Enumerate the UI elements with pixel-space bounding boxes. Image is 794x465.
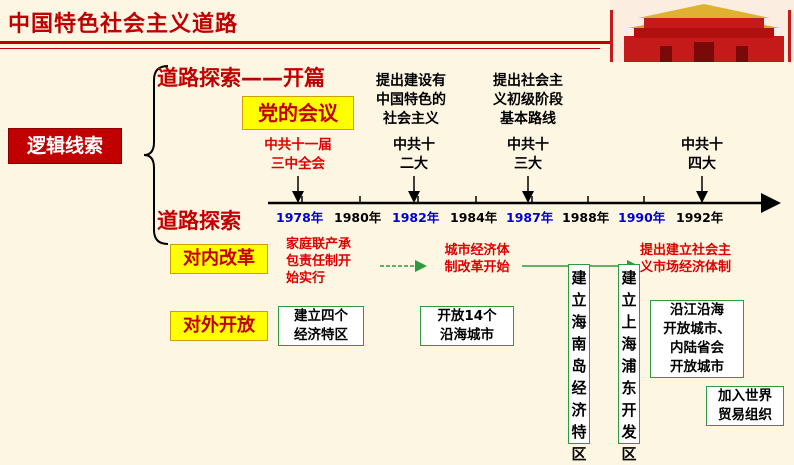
reform-market-economy: 提出建立社会主义市场经济体制 bbox=[640, 243, 732, 275]
year-1990: 1990年 bbox=[618, 210, 666, 225]
year-1992: 1992年 bbox=[676, 210, 724, 225]
year-1980: 1980年 bbox=[334, 210, 382, 225]
meeting-11th-3rd-plenum: 中共十一届三中全会 bbox=[264, 137, 332, 172]
opening-four-sez: 建立四个经济特区 bbox=[278, 306, 364, 346]
opening-wto: 加入世界贸易组织 bbox=[706, 386, 784, 426]
opening-14-coastal-cities: 开放14个沿海城市 bbox=[420, 306, 514, 346]
opening-pudong: 建立上海浦东开发区 bbox=[618, 264, 640, 463]
meeting-12th-congress: 中共十二大 bbox=[393, 137, 435, 172]
title-underline bbox=[0, 41, 610, 44]
opening-up-label: 对外开放 bbox=[170, 311, 268, 341]
note-primary-stage: 提出社会主义初级阶段基本路线 bbox=[493, 73, 563, 127]
meeting-13th-congress: 中共十三大 bbox=[507, 137, 549, 172]
reform-urban-economy: 城市经济体制改革开始 bbox=[444, 243, 510, 275]
meeting-14th-congress: 中共十四大 bbox=[681, 137, 723, 172]
section-road-exploration-opening: 道路探索——开篇 bbox=[157, 66, 325, 90]
section-road-exploration: 道路探索 bbox=[157, 209, 241, 233]
page-title: 中国特色社会主义道路 bbox=[8, 12, 239, 37]
year-1982: 1982年 bbox=[392, 210, 440, 225]
domestic-reform-label: 对内改革 bbox=[170, 244, 268, 274]
logic-clue-box: 逻辑线索 bbox=[8, 128, 122, 164]
year-1988: 1988年 bbox=[562, 210, 610, 225]
title-underline-thin bbox=[0, 48, 600, 49]
year-1984: 1984年 bbox=[450, 210, 498, 225]
party-meeting-label: 党的会议 bbox=[242, 96, 354, 130]
tiananmen-image bbox=[610, 0, 794, 62]
year-1987: 1987年 bbox=[506, 210, 554, 225]
reform-household-responsibility: 家庭联产承包责任制开始实行 bbox=[286, 237, 352, 286]
note-socialism-chinese-characteristics: 提出建设有中国特色的社会主义 bbox=[376, 73, 446, 127]
opening-hainan-sez: 建立海南岛经济特区 bbox=[568, 264, 590, 463]
brace-icon bbox=[143, 65, 169, 245]
year-1978: 1978年 bbox=[276, 210, 324, 225]
opening-riverside-inland: 沿江沿海开放城市、内陆省会开放城市 bbox=[650, 300, 744, 378]
